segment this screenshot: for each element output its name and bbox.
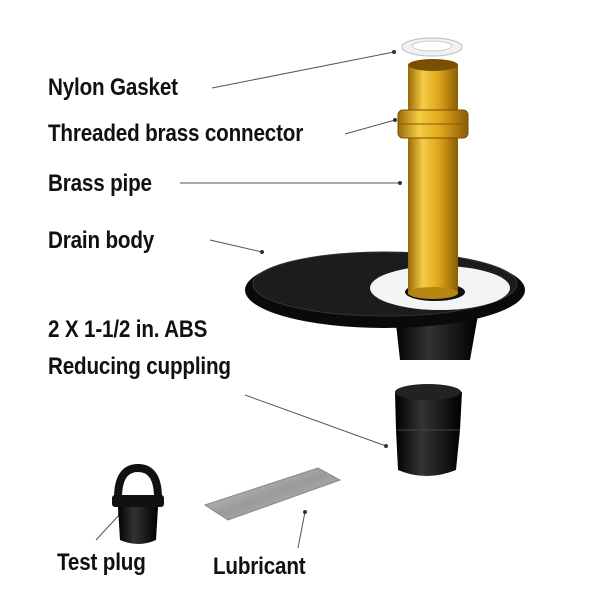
- label-threaded-connector: Threaded brass connector: [48, 120, 304, 147]
- nylon-gasket-image: [401, 37, 463, 57]
- leader-line-drain-body: [209, 239, 263, 253]
- label-coupling-line2: Reducing cuppling: [48, 353, 231, 380]
- lubricant-packet-image: [203, 467, 342, 521]
- label-coupling-line1: 2 X 1-1/2 in. ABS: [48, 316, 208, 343]
- leader-line-gasket: [211, 51, 395, 89]
- leader-line-lubricant: [297, 511, 306, 549]
- brass-pipe-image: [408, 59, 458, 299]
- label-nylon-gasket: Nylon Gasket: [48, 74, 178, 101]
- leader-line-connector: [344, 119, 396, 135]
- test-plug-image: [112, 463, 164, 544]
- label-drain-body: Drain body: [48, 227, 155, 254]
- reducing-coupling-image: [395, 384, 462, 476]
- label-lubricant: Lubricant: [213, 553, 306, 580]
- leader-lines: [95, 51, 400, 549]
- drain-body-image: [245, 251, 525, 360]
- threaded-connector-image: [397, 109, 469, 139]
- label-test-plug: Test plug: [57, 549, 146, 576]
- leader-line-coupling: [244, 394, 387, 447]
- leader-line-test-plug: [95, 513, 121, 541]
- label-brass-pipe: Brass pipe: [48, 170, 152, 197]
